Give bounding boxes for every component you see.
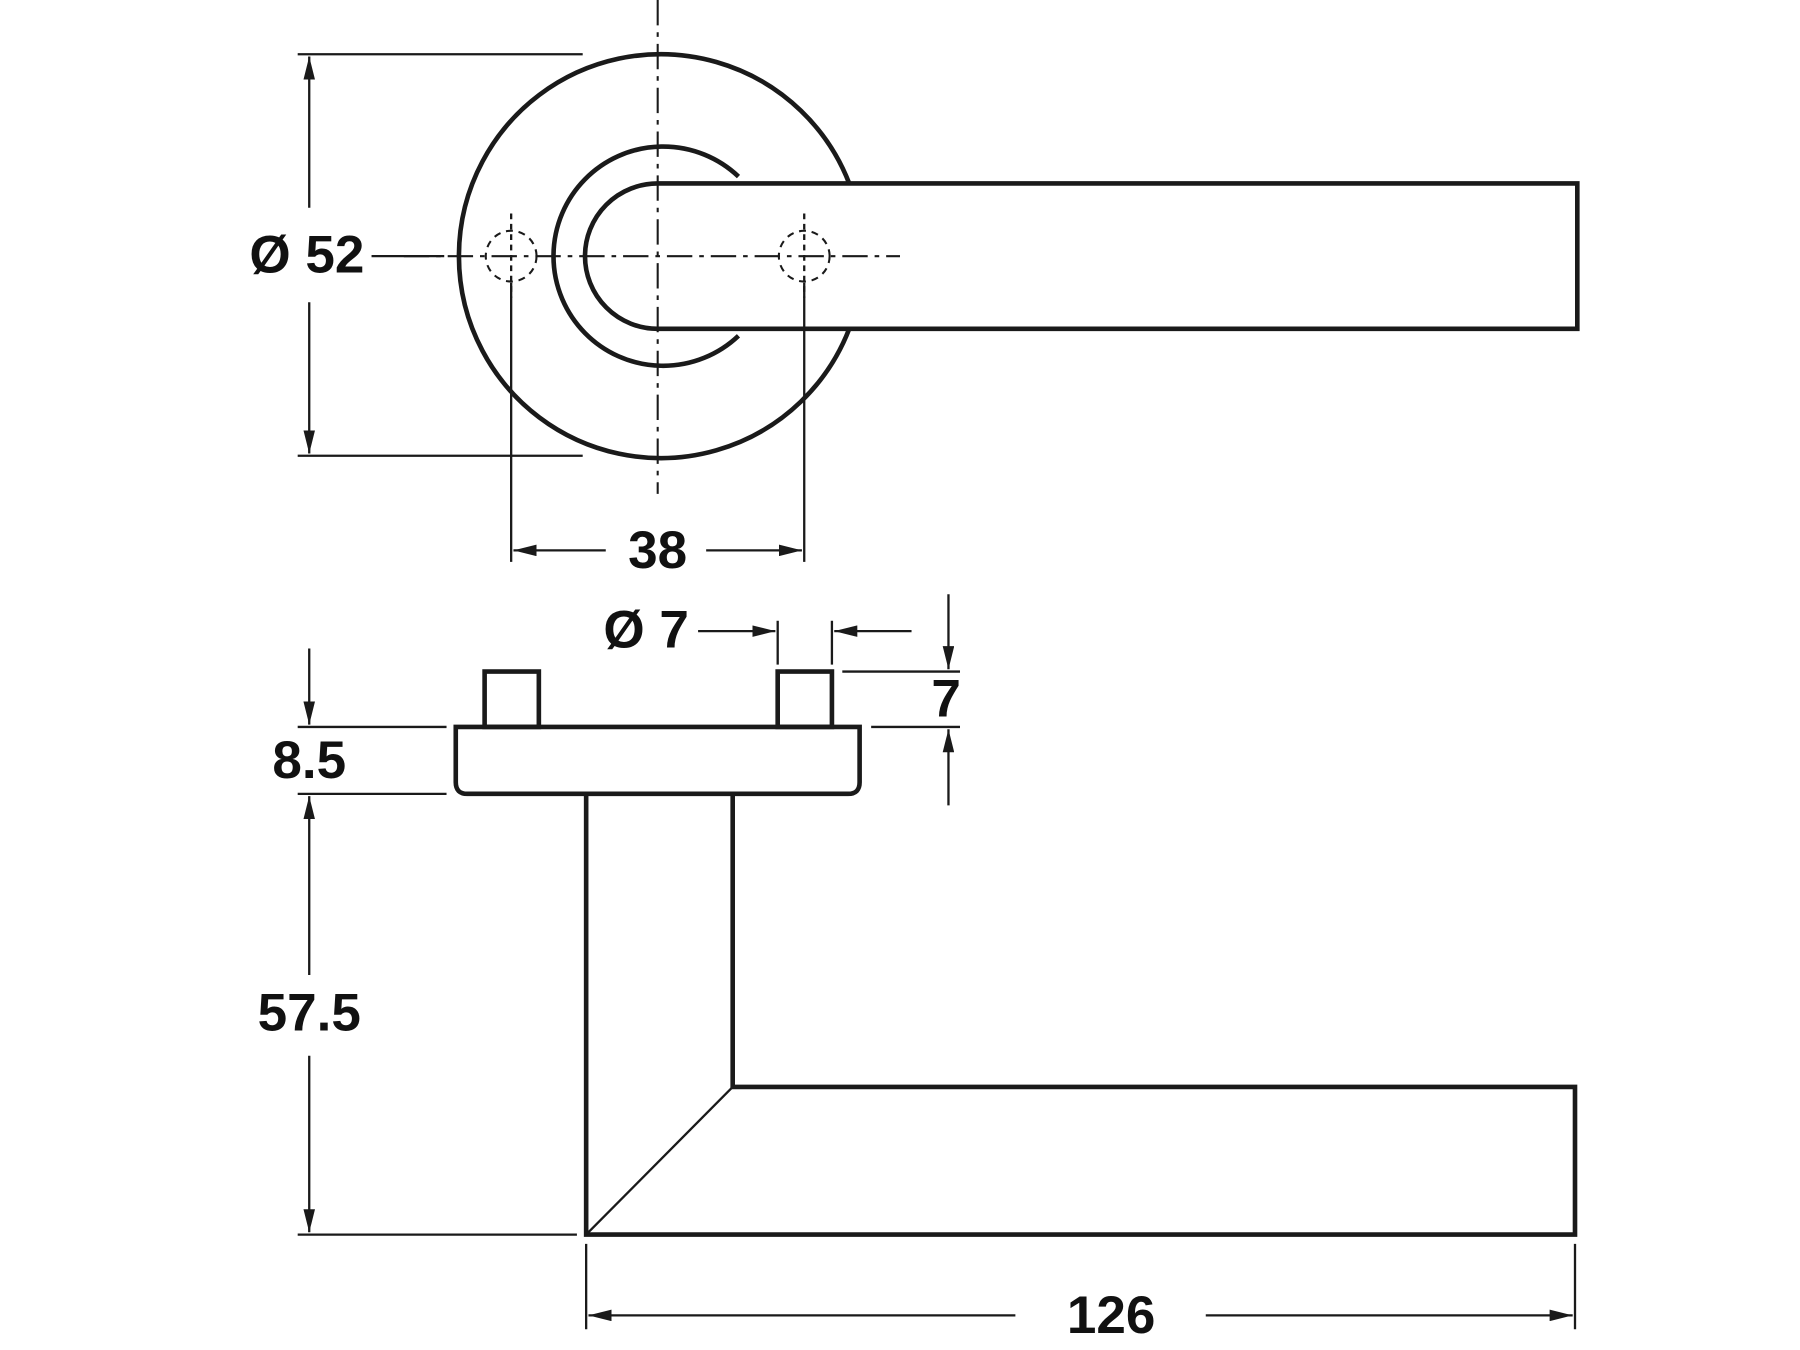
dimension-rose-diameter: Ø 52 (249, 53, 583, 457)
dimension-rose-thickness: 8.5 (272, 648, 447, 795)
lever-top-view (582, 181, 1580, 332)
dimension-lever-projection: 57.5 (258, 796, 577, 1236)
top-view (403, 0, 1580, 494)
pin-height-label: 7 (931, 670, 961, 729)
rose-plate (453, 724, 862, 797)
pin-right (775, 669, 835, 730)
dimension-fixing-centres: 38 (509, 282, 806, 580)
side-view (453, 669, 1578, 1237)
rose-thickness-label: 8.5 (272, 731, 346, 790)
pin-diameter-label: Ø 7 (603, 600, 689, 659)
dimension-pin-diameter: Ø 7 (603, 600, 912, 665)
fixing-centres-label: 38 (628, 521, 687, 580)
lever-length-label: 126 (1067, 1286, 1156, 1345)
rose-inner-ring (551, 144, 741, 369)
pin-left (482, 669, 542, 730)
dimension-lever-length: 126 (585, 1243, 1577, 1345)
lever-side-view (583, 793, 1578, 1237)
rose-diameter-label: Ø 52 (249, 225, 364, 284)
lever-bend-line (585, 1086, 734, 1236)
dimension-pin-height: 7 (842, 594, 961, 806)
lever-projection-label: 57.5 (258, 984, 361, 1043)
rose-outer-circle (456, 51, 852, 461)
